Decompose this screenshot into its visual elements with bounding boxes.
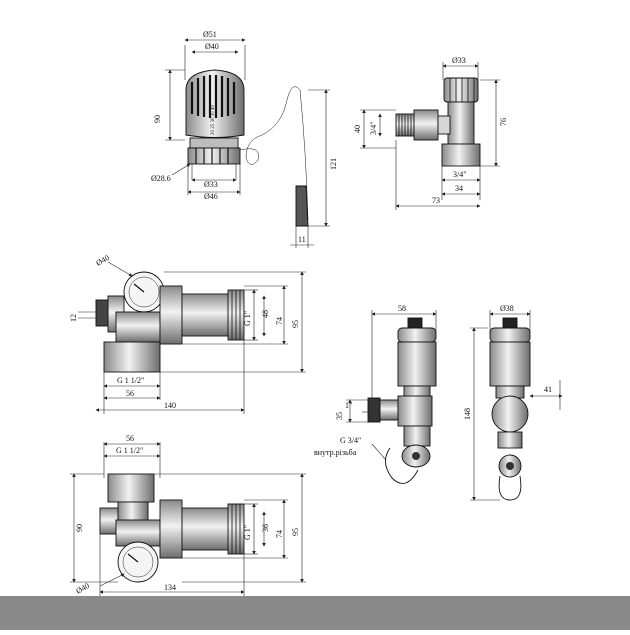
dim-g-h12: 12 <box>69 314 78 322</box>
angle-valve-drawing: Ø33 40 3/4" 76 3/4" 34 73 <box>353 56 508 210</box>
dim-h90: 90 <box>153 115 162 123</box>
vent-cap <box>397 327 437 343</box>
dim-v-w34: 34 <box>455 184 463 193</box>
sensor-bulb <box>295 185 309 227</box>
left-stub <box>95 299 109 327</box>
dim-b-w134: 134 <box>164 583 176 592</box>
dim-a-inner: внутр.різьба <box>314 448 357 457</box>
top-nut <box>107 473 155 503</box>
dim-b-h74: 74 <box>275 530 284 538</box>
dim-h121: 121 <box>329 158 338 170</box>
knob-ribs <box>190 75 236 118</box>
dim-g-w140: 140 <box>164 401 176 410</box>
air-vent-drawing: 58 35 1" G 3/4" внутр.різьба Ø38 <box>314 304 563 501</box>
pipe-section-b <box>181 507 231 551</box>
dim-a-g34: G 3/4" <box>340 436 361 445</box>
dim-b-w56: 56 <box>126 434 134 443</box>
dim-g-w56: 56 <box>126 389 134 398</box>
dim-a-d38: Ø38 <box>500 304 514 313</box>
dim-w11: 11 <box>298 235 306 244</box>
thermo-collar <box>189 137 239 149</box>
dim-d28: Ø28.6 <box>151 174 171 183</box>
dim-v-h40: 40 <box>353 125 362 133</box>
dim-v-w73: 73 <box>432 196 440 205</box>
dim-a-w58: 58 <box>398 304 406 313</box>
dim-a-i1: 1" <box>345 401 352 410</box>
mixer-body <box>115 311 161 343</box>
mixing-group-bottom-drawing: 56 G 1 1/2" Ø40 90 G 1" 36 74 95 134 <box>70 434 306 596</box>
dim-v-d33: Ø33 <box>452 56 466 65</box>
dim-g-h95: 95 <box>291 320 300 328</box>
valve-cap <box>443 77 479 103</box>
dim-b-h95: 95 <box>291 528 300 536</box>
dim-g-h48: 48 <box>261 310 270 318</box>
valve-body <box>447 101 475 145</box>
thermo-head-drawing: Ø51 Ø40 20 25 30 35 40 90 Ø33 Ø46 Ø28.6 <box>151 30 338 248</box>
bottom-nut <box>103 341 161 373</box>
dim-b-g1: G 1" <box>243 525 252 540</box>
valve-bottom-nut <box>441 143 481 167</box>
dim-b-h90: 90 <box>75 524 84 532</box>
dim-a-h35: 35 <box>335 412 344 420</box>
dim-b-h36: 36 <box>261 524 270 532</box>
footer-band <box>0 596 630 630</box>
dim-d51: Ø51 <box>203 30 217 39</box>
dim-d46: Ø46 <box>204 192 218 201</box>
dim-g-h74: 74 <box>275 317 284 325</box>
union-nut <box>159 285 183 345</box>
dim-a-h148: 148 <box>463 408 472 420</box>
vent-body <box>397 341 437 387</box>
dim-v-t34: 3/4" <box>369 122 378 136</box>
dim-v-b34: 3/4" <box>453 170 467 179</box>
dim-a-w41: 41 <box>544 385 552 394</box>
thermo-nut <box>187 147 241 165</box>
union-nut-b <box>159 499 183 559</box>
dim-b-d40: Ø40 <box>75 581 91 596</box>
dim-g-g112: G 1 1/2" <box>117 376 144 385</box>
vent-front-ball <box>491 395 529 433</box>
mixing-group-top-drawing: Ø40 12 G 1" 48 74 95 G 1 1/2" 56 140 <box>69 253 306 414</box>
dim-d33: Ø33 <box>204 180 218 189</box>
pipe-section <box>181 293 231 337</box>
dim-v-h76: 76 <box>499 118 508 126</box>
dim-g-d40: Ø40 <box>95 253 111 268</box>
temp-scale: 20 25 30 35 40 <box>211 105 216 136</box>
dim-d40: Ø40 <box>205 42 219 51</box>
vent-front-body <box>489 341 531 387</box>
vent-tee <box>397 395 433 427</box>
dim-g-g1: G 1" <box>243 311 252 326</box>
dim-b-g112: G 1 1/2" <box>116 446 143 455</box>
